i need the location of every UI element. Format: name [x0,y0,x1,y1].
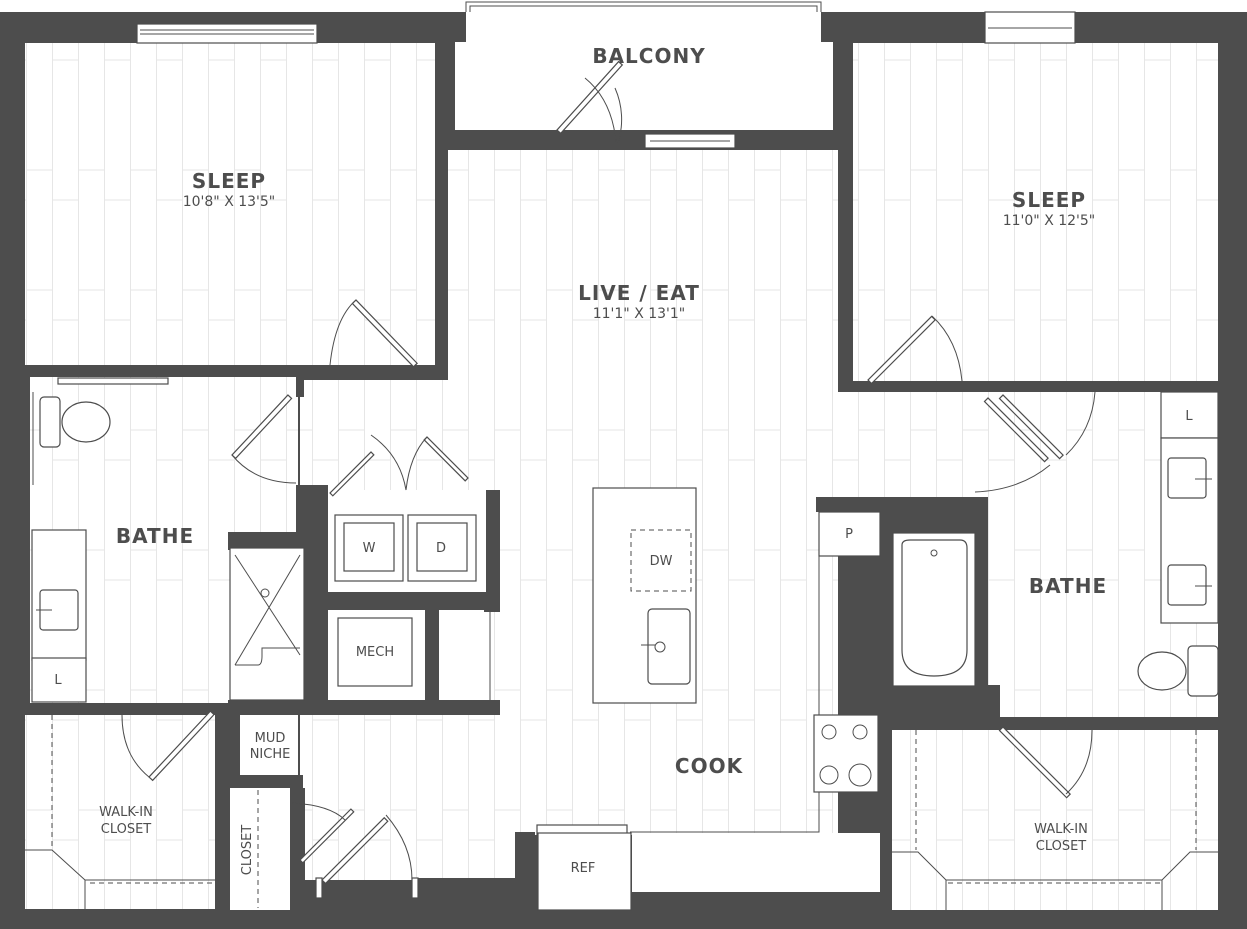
toilet-left [32,392,111,485]
svg-text:CLOSET: CLOSET [240,825,255,876]
label-bathe-right: BATHE [1029,574,1107,598]
balcony [440,1,851,150]
kitchen-counter: P REF [536,511,881,911]
svg-text:L: L [1185,409,1193,424]
dims-live-eat: 11'1" X 13'1" [593,306,686,322]
svg-text:REF: REF [571,861,596,876]
range [813,714,879,793]
svg-text:D: D [436,541,446,556]
mud-niche: MUD NICHE [240,715,298,775]
label-live-eat: LIVE / EAT [578,281,700,305]
closet: CLOSET [230,788,355,910]
svg-text:NICHE: NICHE [250,747,291,762]
dryer: D [407,514,477,582]
room-labels: SLEEP 10'8" X 13'5" BALCONY SLEEP 11'0" … [116,44,1107,778]
shower [229,547,305,701]
toilet-right [1137,645,1219,697]
svg-text:CLOSET: CLOSET [101,822,152,837]
svg-text:WALK-IN: WALK-IN [1034,822,1088,837]
walkin-closet-left: WALK-IN CLOSET [25,710,215,910]
door-bathe-right[interactable] [974,391,1096,493]
svg-text:W: W [363,541,376,556]
vanity-right: L [1160,391,1219,624]
door-sleep-right[interactable] [867,315,963,385]
door-entry[interactable] [315,814,419,899]
door-sleep-left[interactable] [329,299,418,368]
vanity-left: L [31,529,87,703]
washer: W [334,514,404,582]
label-sleep-right: SLEEP [1012,188,1086,212]
svg-text:MECH: MECH [356,645,394,660]
dims-sleep-left: 10'8" X 13'5" [183,194,276,210]
door-bathe-left[interactable] [231,394,297,484]
label-bathe-left: BATHE [116,524,194,548]
windows [136,11,1076,44]
svg-text:L: L [54,673,62,688]
label-sleep-left: SLEEP [192,169,266,193]
refrigerator: REF [536,824,632,911]
svg-text:DW: DW [650,554,673,569]
dims-sleep-right: 11'0" X 12'5" [1003,213,1096,229]
label-balcony: BALCONY [592,44,705,68]
interior-walls [25,43,1222,913]
svg-text:P: P [845,527,853,542]
towel-bar [57,377,169,385]
svg-text:MUD: MUD [255,731,286,746]
bathtub [892,532,976,687]
svg-text:WALK-IN: WALK-IN [99,805,153,820]
svg-text:CLOSET: CLOSET [1036,839,1087,854]
laundry-closet: W D [316,434,486,610]
mech-closet: MECH [328,610,491,700]
label-cook: COOK [675,754,744,778]
kitchen-island: DW [592,487,697,704]
walkin-closet-right: WALK-IN CLOSET [892,726,1218,910]
